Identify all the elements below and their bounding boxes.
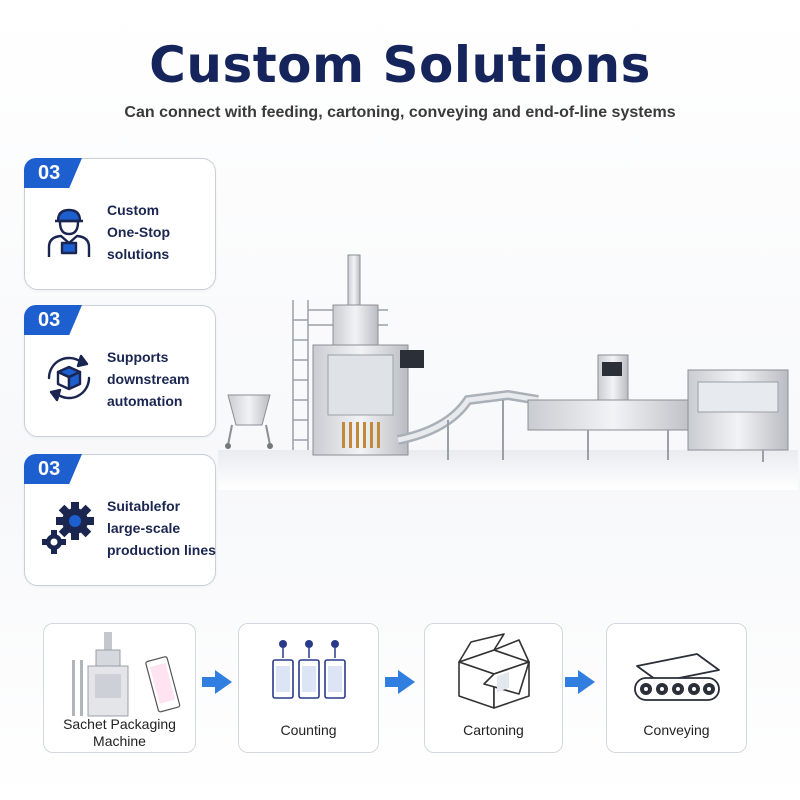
arrow-right-icon bbox=[385, 670, 415, 694]
feature-card-custom: 03 Custom One-Stop solutions bbox=[24, 158, 216, 290]
feeding-hopper bbox=[225, 394, 273, 449]
feature-card-large-scale: 03 bbox=[24, 454, 216, 586]
process-step-counting: Counting bbox=[238, 623, 379, 753]
feature-card-downstream: 03 Supports downstream automation bbox=[24, 305, 216, 437]
gears-icon bbox=[42, 502, 94, 554]
process-step-cartoning: Cartoning bbox=[424, 623, 563, 753]
sachet-machine-icon bbox=[72, 632, 181, 717]
process-step-label: Conveying bbox=[643, 722, 710, 738]
process-step-conveying: Conveying bbox=[606, 623, 747, 753]
production-line-image bbox=[218, 254, 798, 490]
conveyor-icon bbox=[634, 653, 720, 701]
feature-badge: 03 bbox=[24, 158, 82, 188]
feature-badge: 03 bbox=[24, 305, 82, 335]
sachet-packing-machine bbox=[312, 254, 424, 456]
feature-text: Supports downstream automation bbox=[107, 349, 190, 409]
arrow-right-icon bbox=[565, 670, 595, 694]
carton-box-icon bbox=[458, 633, 530, 709]
feature-text: Custom One-Stop solutions bbox=[107, 202, 170, 262]
process-step-label: Cartoning bbox=[463, 722, 524, 738]
process-step-sachet-machine: Sachet Packaging Machine bbox=[43, 623, 196, 753]
process-step-label: Counting bbox=[280, 722, 337, 738]
cartoning-machine bbox=[527, 354, 789, 462]
counting-icon bbox=[272, 640, 346, 699]
feature-text: Suitablefor large-scale production lines bbox=[107, 498, 216, 558]
page-subtitle: Can connect with feeding, cartoning, con… bbox=[124, 104, 676, 121]
page-title: Custom Solutions bbox=[149, 36, 651, 94]
process-step-label: Sachet Packaging Machine bbox=[63, 716, 176, 749]
arrow-right-icon bbox=[202, 670, 232, 694]
feature-badge: 03 bbox=[24, 454, 82, 484]
box-cycle-icon bbox=[47, 354, 91, 402]
worker-icon bbox=[47, 208, 91, 257]
